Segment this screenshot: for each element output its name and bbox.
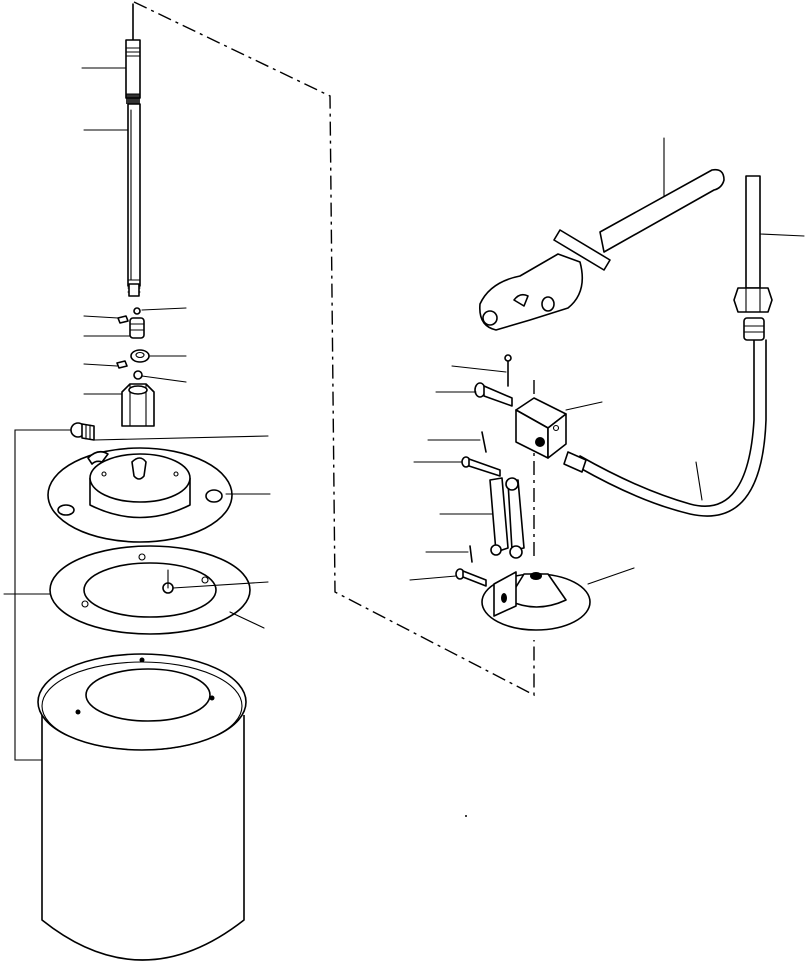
hose-tube (563, 175, 767, 517)
pump-handle (479, 168, 725, 331)
valve-fitting (129, 317, 145, 339)
base-bracket (481, 571, 591, 631)
gasket (49, 545, 251, 635)
pump-body-coupling (121, 383, 155, 427)
pump-block (515, 397, 567, 459)
assembly-bracket-line (14, 429, 72, 761)
hose-nut (733, 287, 773, 341)
grease-container (37, 653, 247, 961)
seal-ring (130, 349, 150, 380)
left-leader-lines (3, 67, 271, 629)
link-bar (489, 477, 525, 559)
set-screw (116, 315, 129, 369)
stray-dot (465, 815, 467, 817)
right-leader-lines (409, 137, 805, 585)
clevis-pin (455, 382, 513, 587)
cover-plate (47, 447, 233, 543)
check-ball (133, 307, 141, 315)
grease-fitting (70, 422, 95, 441)
pump-rod-lower (127, 103, 141, 297)
pump-rod-upper (125, 3, 141, 104)
cotter-pin (469, 354, 512, 563)
